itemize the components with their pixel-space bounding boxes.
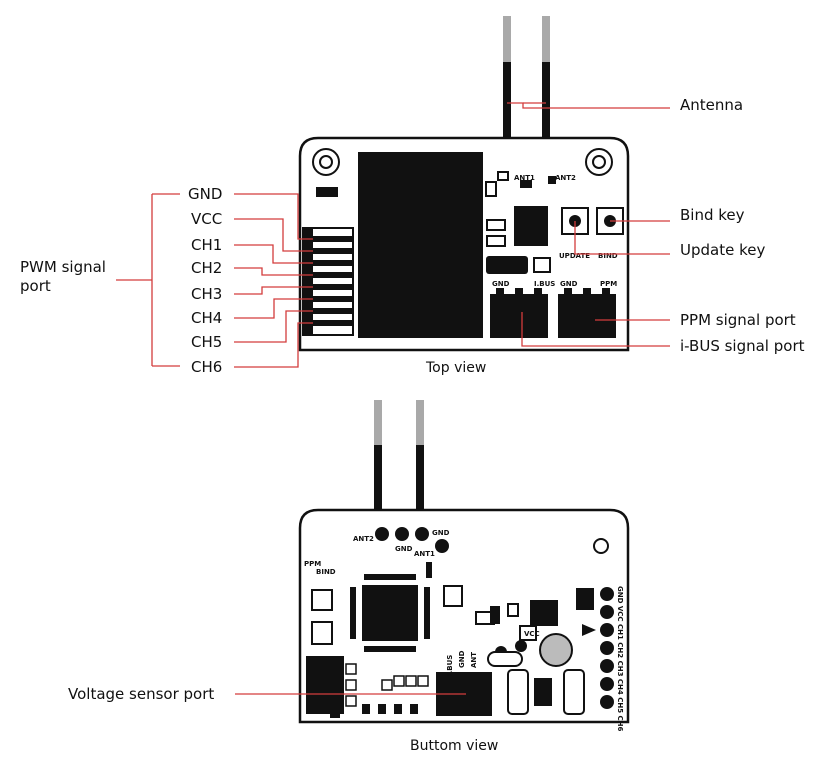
bsilk-ant1: ANT1 [414, 550, 435, 558]
bsilk-ibus: I.BUS [446, 655, 454, 676]
pin-ch4: CH4 [191, 309, 223, 327]
silk-ant2: ANT2 [555, 174, 576, 182]
pin-ch2: CH2 [191, 259, 223, 277]
bottom-board: ANT2 GND ANT1 GND PPM BIND VCC I.BUS GND… [298, 400, 630, 731]
top-view-caption: Top view [426, 360, 487, 376]
mcu-chip [514, 206, 548, 246]
pin-ch1: CH1 [191, 236, 223, 254]
pin-vcc: VCC [191, 210, 223, 228]
update-key-label: Update key [680, 241, 766, 259]
antenna-1-tip [503, 16, 511, 66]
silk-update: UPDATE [559, 252, 590, 260]
pwm-label-line1: PWM signal [20, 258, 106, 276]
ppm-port [558, 294, 616, 338]
voltage-sensor-label: Voltage sensor port [68, 685, 215, 703]
silk-gnd-a: GND [492, 280, 510, 288]
pin-ch6: CH6 [191, 358, 223, 376]
antenna-label: Antenna [680, 96, 744, 114]
bsilk-gnd1: GND [395, 545, 413, 553]
pwm-label-line2: port [20, 277, 51, 295]
bind-key-label: Bind key [680, 206, 745, 224]
bottom-mcu [362, 585, 418, 641]
bsilk-ant2: ANT2 [353, 535, 374, 543]
bsilk-ant: ANT [470, 652, 478, 668]
antenna-1-wire [503, 62, 511, 142]
ppm-port-label: PPM signal port [680, 311, 796, 329]
silk-bind: BIND [598, 252, 618, 260]
bsilk-right-header: GND VCC CH1 CH2 CH3 CH4 CH5 CH6 [616, 586, 624, 731]
top-callout-lines [116, 102, 670, 368]
rf-module [358, 152, 483, 338]
bottom-view-caption: Buttom view [410, 738, 499, 754]
top-board: ANT1 ANT2 UPDATE BIND GND I.BUS GND PPM [298, 16, 630, 352]
bsilk-ppm: PPM [304, 560, 321, 568]
silk-gnd-b: GND [560, 280, 578, 288]
bsilk-vcc: VCC [524, 630, 540, 638]
ibus-port-label: i-BUS signal port [680, 337, 805, 355]
antenna-2-tip [542, 16, 550, 66]
bsilk-gnd3: GND [458, 650, 466, 668]
pin-gnd: GND [188, 185, 223, 203]
voltage-sensor-connector [306, 656, 344, 714]
silk-ant1: ANT1 [514, 174, 535, 182]
silk-ppm: PPM [600, 280, 617, 288]
pin-ch5: CH5 [191, 333, 223, 351]
bsilk-bind: BIND [316, 568, 336, 576]
bottom-board-outline [298, 508, 630, 724]
silk-ibus: I.BUS [534, 280, 555, 288]
antenna-2-wire [542, 62, 550, 142]
pin-ch3: CH3 [191, 285, 223, 303]
buzzer [539, 633, 573, 667]
bsilk-gnd2: GND [432, 529, 450, 537]
ibus-port [490, 294, 548, 338]
